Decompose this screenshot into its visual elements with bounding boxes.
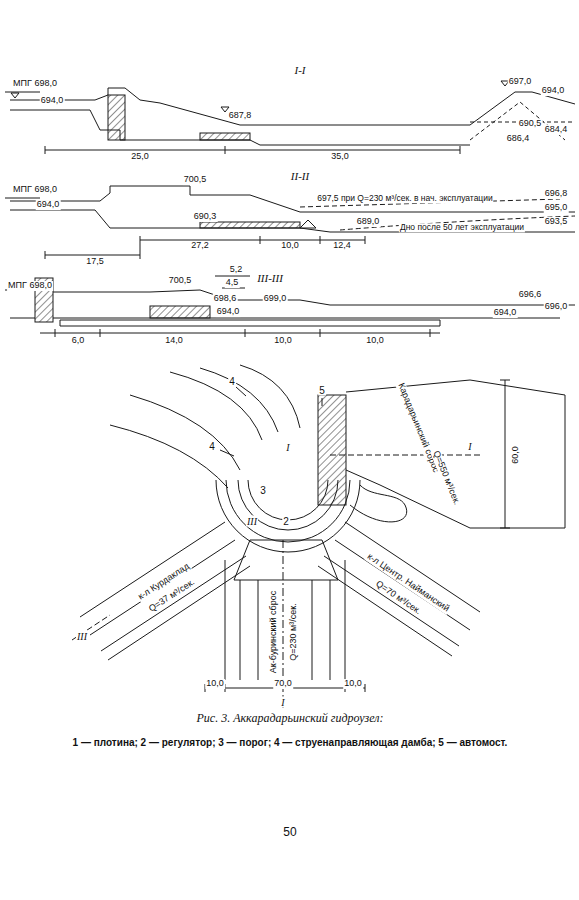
dimension: 10,0 xyxy=(273,336,293,346)
elevation-mark: 697,0 xyxy=(508,77,533,87)
level-mark: МПГ 698,0 xyxy=(7,281,53,291)
dimension: 10,0 xyxy=(343,679,363,689)
dimension: 4,5 xyxy=(225,278,240,288)
elevation-mark: 695,0 xyxy=(544,203,569,213)
callout-number: 2 xyxy=(282,516,290,527)
dimension: 60,0 xyxy=(511,445,521,465)
legend-text: 1 — плотина; 2 — регулятор; 3 — порог; 4… xyxy=(49,737,531,748)
dimension: 14,0 xyxy=(164,336,184,346)
section-title: I xyxy=(280,697,285,708)
dimension: 27,2 xyxy=(190,241,210,251)
level-mark: МПГ 698,0 xyxy=(12,185,58,195)
elevation-mark: 693,5 xyxy=(544,217,569,227)
section-title: III-III xyxy=(256,272,284,284)
dimension: 17,5 xyxy=(85,257,105,267)
elevation-mark: 694,0 xyxy=(541,86,566,96)
dimension: 25,0 xyxy=(130,152,150,162)
dimension: 70,0 xyxy=(273,679,293,689)
elevation-mark: 699,0 xyxy=(263,294,288,304)
elevation-mark: 690,5 xyxy=(518,119,543,129)
discharge: Q=550 м³/сек. xyxy=(430,449,461,508)
elevation-mark: 694,0 xyxy=(36,200,61,210)
dimension: 5,2 xyxy=(229,265,244,275)
elevation-mark: 687,8 xyxy=(228,111,253,121)
dimension: 10,0 xyxy=(205,679,225,689)
canal-name: Ак-буринский сброс xyxy=(269,590,279,674)
section-title: III xyxy=(76,631,88,642)
dimension: 6,0 xyxy=(71,336,86,346)
dimension: 10,0 xyxy=(365,336,385,346)
section-title: II-II xyxy=(290,170,310,182)
elevation-mark: 700,5 xyxy=(183,175,208,185)
elevation-mark: 698,6 xyxy=(213,294,238,304)
callout-number: 3 xyxy=(259,485,267,496)
elevation-mark: 684,4 xyxy=(544,125,569,135)
section-title: I xyxy=(285,442,290,453)
elevation-mark: 694,0 xyxy=(216,307,241,317)
elevation-mark: 700,5 xyxy=(168,276,193,286)
dimension: 10,0 xyxy=(280,241,300,251)
dimension: 35,0 xyxy=(330,152,350,162)
elevation-mark: 696,0 xyxy=(544,302,569,312)
elevation-mark: 689,0 xyxy=(356,217,381,227)
elevation-mark: 694,0 xyxy=(40,96,65,106)
section-title: III xyxy=(246,516,258,527)
dimension: 12,4 xyxy=(332,241,352,251)
level-mark: МПГ 698,0 xyxy=(12,79,58,89)
callout-number: 5 xyxy=(318,385,326,396)
callout-number: 4 xyxy=(228,376,236,387)
elevation-mark: 696,8 xyxy=(544,189,569,199)
elevation-mark: 690,3 xyxy=(193,212,218,222)
elevation-mark: 686,4 xyxy=(506,134,531,144)
elevation-mark: 696,6 xyxy=(518,290,543,300)
section-title: I-I xyxy=(294,64,307,76)
figure-caption: Рис. 3. Аккарадарьинский гидроузел: xyxy=(196,712,385,725)
note: Дно после 50 лет эксплуатации xyxy=(399,223,525,232)
section-title: I xyxy=(467,441,472,452)
discharge: Q=230 м³/сек. xyxy=(289,602,299,661)
note: 697,5 при Q=230 м³/сек. в нач. эксплуата… xyxy=(316,194,493,203)
elevation-mark: 694,0 xyxy=(493,308,518,318)
page-number: 50 xyxy=(282,826,297,839)
callout-number: 4 xyxy=(208,441,216,452)
